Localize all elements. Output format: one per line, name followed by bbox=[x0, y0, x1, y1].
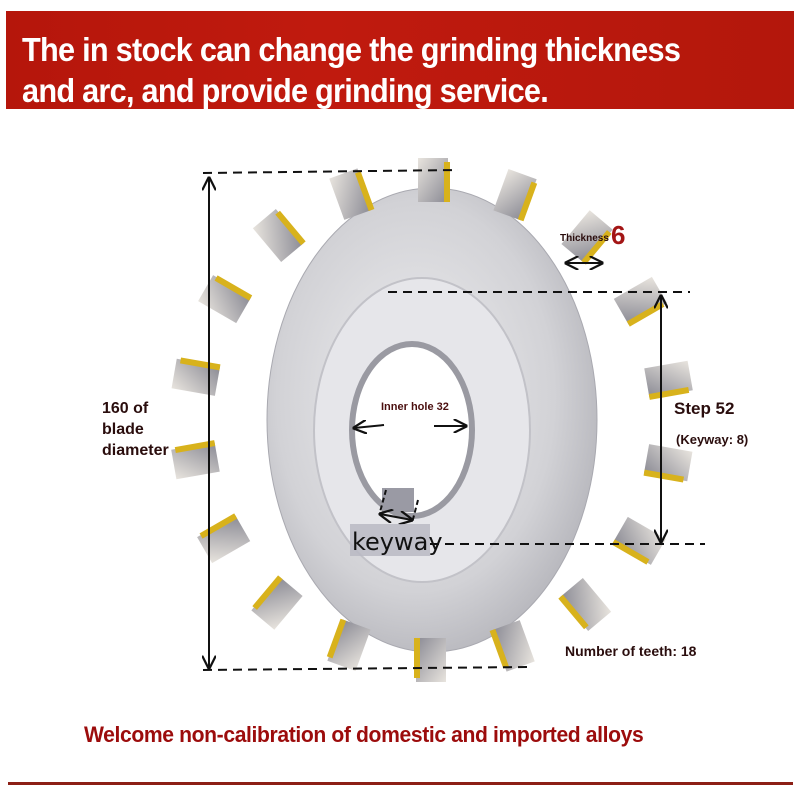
thickness-label: Thickness bbox=[560, 233, 609, 244]
keyway-notch bbox=[382, 488, 414, 512]
banner-headline-line-1: The in stock can change the grinding thi… bbox=[22, 31, 681, 68]
keyway-label: keyway bbox=[352, 528, 443, 556]
step-label: Step 52 bbox=[674, 399, 735, 418]
keyway-note: (Keyway: 8) bbox=[676, 432, 749, 447]
footer-divider bbox=[8, 782, 793, 785]
thickness-value: 6 bbox=[611, 220, 626, 250]
banner-headline-line-2: and arc, and provide grinding service. bbox=[22, 72, 549, 109]
teeth-count-label: Number of teeth: 18 bbox=[565, 643, 697, 659]
diameter-label-line-1: 160 of bbox=[102, 400, 149, 417]
header-banner: The in stock can change the grinding thi… bbox=[6, 11, 794, 109]
diameter-label-line-3: diameter bbox=[102, 442, 169, 459]
thickness-label-text: Thickness bbox=[560, 233, 609, 244]
keyway-label-box bbox=[350, 524, 430, 556]
cutter-body bbox=[171, 158, 693, 682]
diameter-label-line-2: blade bbox=[102, 421, 144, 438]
inner-hole-label: Inner hole 32 bbox=[381, 401, 449, 413]
diameter-label: 160 of blade diameter bbox=[102, 398, 169, 461]
footer-tagline: Welcome non-calibration of domestic and … bbox=[84, 722, 644, 747]
